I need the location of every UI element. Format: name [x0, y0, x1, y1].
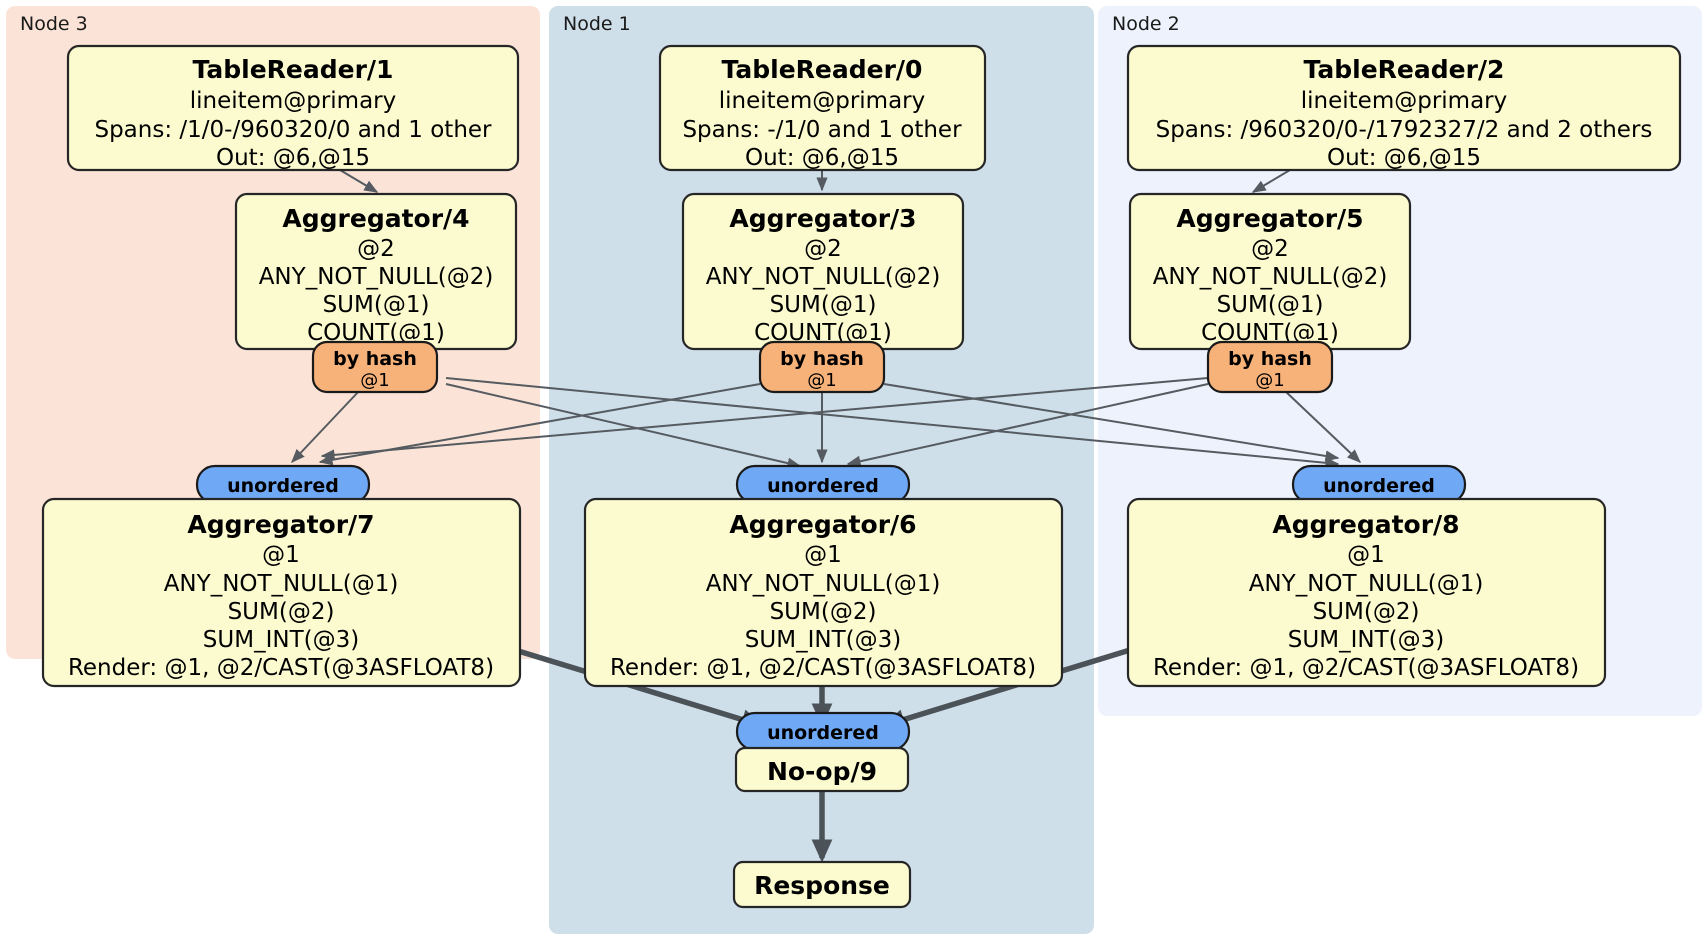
- processor-line: ANY_NOT_NULL(@1): [164, 571, 399, 597]
- router-by-hash-center[interactable]: by hash @1: [758, 340, 886, 394]
- router-unordered-right[interactable]: unordered: [1291, 464, 1467, 505]
- processor-aggregator-6[interactable]: Aggregator/6 @1 ANY_NOT_NULL(@1) SUM(@2)…: [583, 497, 1064, 688]
- edge-group-aggregator-to-final: [514, 647, 1131, 863]
- processor-line: SUM_INT(@3): [1288, 627, 1444, 653]
- edge-hashC-unorderedR: [883, 383, 1340, 462]
- processor-aggregator-7[interactable]: Aggregator/7 @1 ANY_NOT_NULL(@1) SUM(@2)…: [41, 497, 522, 688]
- router-label: by hash: [1228, 348, 1312, 370]
- processor-line: @1: [1347, 542, 1385, 568]
- processor-title: Response: [754, 871, 890, 900]
- processor-line: Out: @6,@15: [745, 145, 899, 171]
- processor-line: @1: [804, 542, 842, 568]
- processor-aggregator-8[interactable]: Aggregator/8 @1 ANY_NOT_NULL(@1) SUM(@2)…: [1126, 497, 1607, 688]
- edge-tr1-agg4: [339, 169, 379, 193]
- edge-group-hash-to-unordered: [291, 377, 1362, 469]
- processor-line: lineitem@primary: [719, 88, 925, 114]
- edge-hashL-unorderedR: [445, 377, 1340, 469]
- processor-aggregator-3[interactable]: Aggregator/3 @2 ANY_NOT_NULL(@2) SUM(@1)…: [681, 192, 965, 351]
- processor-title: Aggregator/8: [1272, 510, 1459, 539]
- processor-title: Aggregator/6: [729, 510, 916, 539]
- processor-line: SUM(@2): [770, 599, 877, 625]
- edge-agg7-final: [514, 647, 765, 730]
- edge-tr2-agg5: [1251, 169, 1291, 193]
- processor-line: Out: @6,@15: [216, 145, 370, 171]
- processor-noop-9[interactable]: No-op/9: [734, 746, 910, 793]
- processor-line: Render: @1, @2/CAST(@3ASFLOAT8): [610, 655, 1036, 681]
- processor-title: Aggregator/5: [1176, 204, 1363, 233]
- processor-line: SUM(@1): [323, 292, 430, 318]
- processor-table-reader-0[interactable]: TableReader/0 lineitem@primary Spans: -/…: [658, 44, 987, 172]
- router-label: unordered: [1323, 475, 1435, 497]
- processor-line: Out: @6,@15: [1327, 145, 1481, 171]
- processor-title: TableReader/1: [193, 55, 394, 84]
- edge-group-tablereader-to-aggregator: [339, 169, 1291, 193]
- router-sublabel: @1: [807, 370, 836, 391]
- edge-agg8-final: [881, 647, 1131, 730]
- processor-line: Render: @1, @2/CAST(@3ASFLOAT8): [68, 655, 494, 681]
- processor-aggregator-5[interactable]: Aggregator/5 @2 ANY_NOT_NULL(@2) SUM(@1)…: [1128, 192, 1412, 351]
- processor-line: lineitem@primary: [1301, 88, 1507, 114]
- processor-line: Spans: /960320/0-/1792327/2 and 2 others: [1156, 117, 1653, 143]
- processor-response[interactable]: Response: [732, 860, 912, 909]
- processor-line: SUM(@2): [1313, 599, 1420, 625]
- processor-line: SUM_INT(@3): [203, 627, 359, 653]
- router-by-hash-right[interactable]: by hash @1: [1206, 340, 1334, 394]
- router-by-hash-left[interactable]: by hash @1: [311, 340, 439, 394]
- processor-line: @2: [1251, 236, 1289, 262]
- processor-line: Spans: -/1/0 and 1 other: [682, 117, 962, 143]
- router-sublabel: @1: [360, 370, 389, 391]
- processor-line: SUM(@1): [1217, 292, 1324, 318]
- router-unordered-left[interactable]: unordered: [195, 464, 371, 505]
- processor-line: ANY_NOT_NULL(@2): [706, 264, 941, 290]
- router-label: by hash: [333, 348, 417, 370]
- processor-line: Render: @1, @2/CAST(@3ASFLOAT8): [1153, 655, 1579, 681]
- processor-line: @2: [357, 236, 395, 262]
- router-label: unordered: [767, 722, 879, 744]
- processor-aggregator-4[interactable]: Aggregator/4 @2 ANY_NOT_NULL(@2) SUM(@1)…: [234, 192, 518, 351]
- router-label: by hash: [780, 348, 864, 370]
- processor-line: @2: [804, 236, 842, 262]
- processor-line: SUM_INT(@3): [745, 627, 901, 653]
- processor-line: ANY_NOT_NULL(@1): [706, 571, 941, 597]
- processor-table-reader-2[interactable]: TableReader/2 lineitem@primary Spans: /9…: [1126, 44, 1682, 172]
- processor-line: lineitem@primary: [190, 88, 396, 114]
- router-sublabel: @1: [1255, 370, 1284, 391]
- edge-hashR-unorderedR: [1283, 389, 1362, 463]
- processor-title: TableReader/0: [722, 55, 923, 84]
- processor-line: @1: [262, 542, 300, 568]
- processor-line: Spans: /1/0-/960320/0 and 1 other: [94, 117, 492, 143]
- router-unordered-center[interactable]: unordered: [735, 464, 911, 505]
- processor-table-reader-1[interactable]: TableReader/1 lineitem@primary Spans: /1…: [66, 44, 520, 172]
- processor-line: SUM(@2): [228, 599, 335, 625]
- processor-line: ANY_NOT_NULL(@2): [1153, 264, 1388, 290]
- processor-line: SUM(@1): [770, 292, 877, 318]
- edge-hashR-unorderedC: [846, 383, 1209, 467]
- processor-title: Aggregator/7: [187, 510, 374, 539]
- edge-hashR-unorderedL: [320, 377, 1209, 461]
- processor-title: Aggregator/4: [282, 204, 469, 233]
- processor-title: TableReader/2: [1304, 55, 1505, 84]
- edge-hashL-unorderedL: [291, 389, 361, 464]
- processor-line: ANY_NOT_NULL(@2): [259, 264, 494, 290]
- processor-title: Aggregator/3: [729, 204, 916, 233]
- router-label: unordered: [227, 475, 339, 497]
- edge-hashL-unorderedC: [445, 383, 802, 469]
- processor-title: No-op/9: [767, 757, 877, 786]
- node-panel-label-node1: Node 1: [563, 13, 631, 35]
- router-unordered-final[interactable]: unordered: [735, 711, 911, 752]
- node-panel-label-node3: Node 3: [20, 13, 88, 35]
- router-label: unordered: [767, 475, 879, 497]
- node-panel-label-node2: Node 2: [1112, 13, 1180, 35]
- processor-line: ANY_NOT_NULL(@1): [1249, 571, 1484, 597]
